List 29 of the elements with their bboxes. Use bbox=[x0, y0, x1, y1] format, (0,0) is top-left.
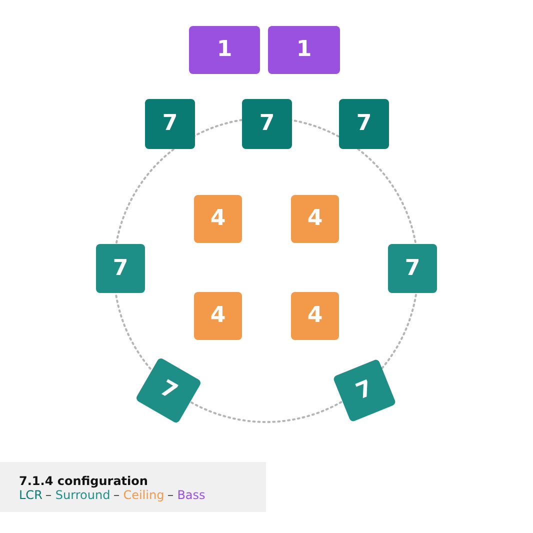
speaker-tile bbox=[291, 195, 339, 243]
speaker-count: 7 bbox=[356, 113, 372, 135]
speaker-count: 4 bbox=[210, 305, 226, 327]
speaker-count: 7 bbox=[353, 377, 376, 404]
speaker-tile bbox=[291, 292, 339, 340]
speaker-count: 4 bbox=[307, 305, 323, 327]
speaker-count: 1 bbox=[296, 39, 312, 61]
legend-text: Surround bbox=[55, 488, 110, 502]
speaker-count: 7 bbox=[156, 377, 181, 404]
speaker-tile bbox=[388, 244, 437, 293]
speaker-tile bbox=[96, 244, 145, 293]
legend-text: Ceiling bbox=[123, 488, 164, 502]
speaker-count: 7 bbox=[404, 258, 420, 280]
speaker-count: 4 bbox=[210, 208, 226, 230]
speaker-tile bbox=[242, 99, 292, 149]
speaker-count: 7 bbox=[112, 258, 128, 280]
speaker-count: 7 bbox=[162, 113, 178, 135]
speaker-tile bbox=[339, 99, 389, 149]
speaker-tile bbox=[268, 26, 340, 74]
caption-title: 7.1.4 configuration bbox=[19, 474, 148, 488]
legend-text: Bass bbox=[177, 488, 206, 502]
speaker-tile bbox=[194, 195, 242, 243]
speaker-count: 4 bbox=[307, 208, 323, 230]
speaker-tile bbox=[145, 99, 195, 149]
speaker-count: 7 bbox=[259, 113, 275, 135]
speaker-tile bbox=[189, 26, 260, 74]
speaker-tile bbox=[194, 292, 242, 340]
legend-text: LCR bbox=[19, 488, 42, 502]
speaker-count: 1 bbox=[216, 39, 232, 61]
